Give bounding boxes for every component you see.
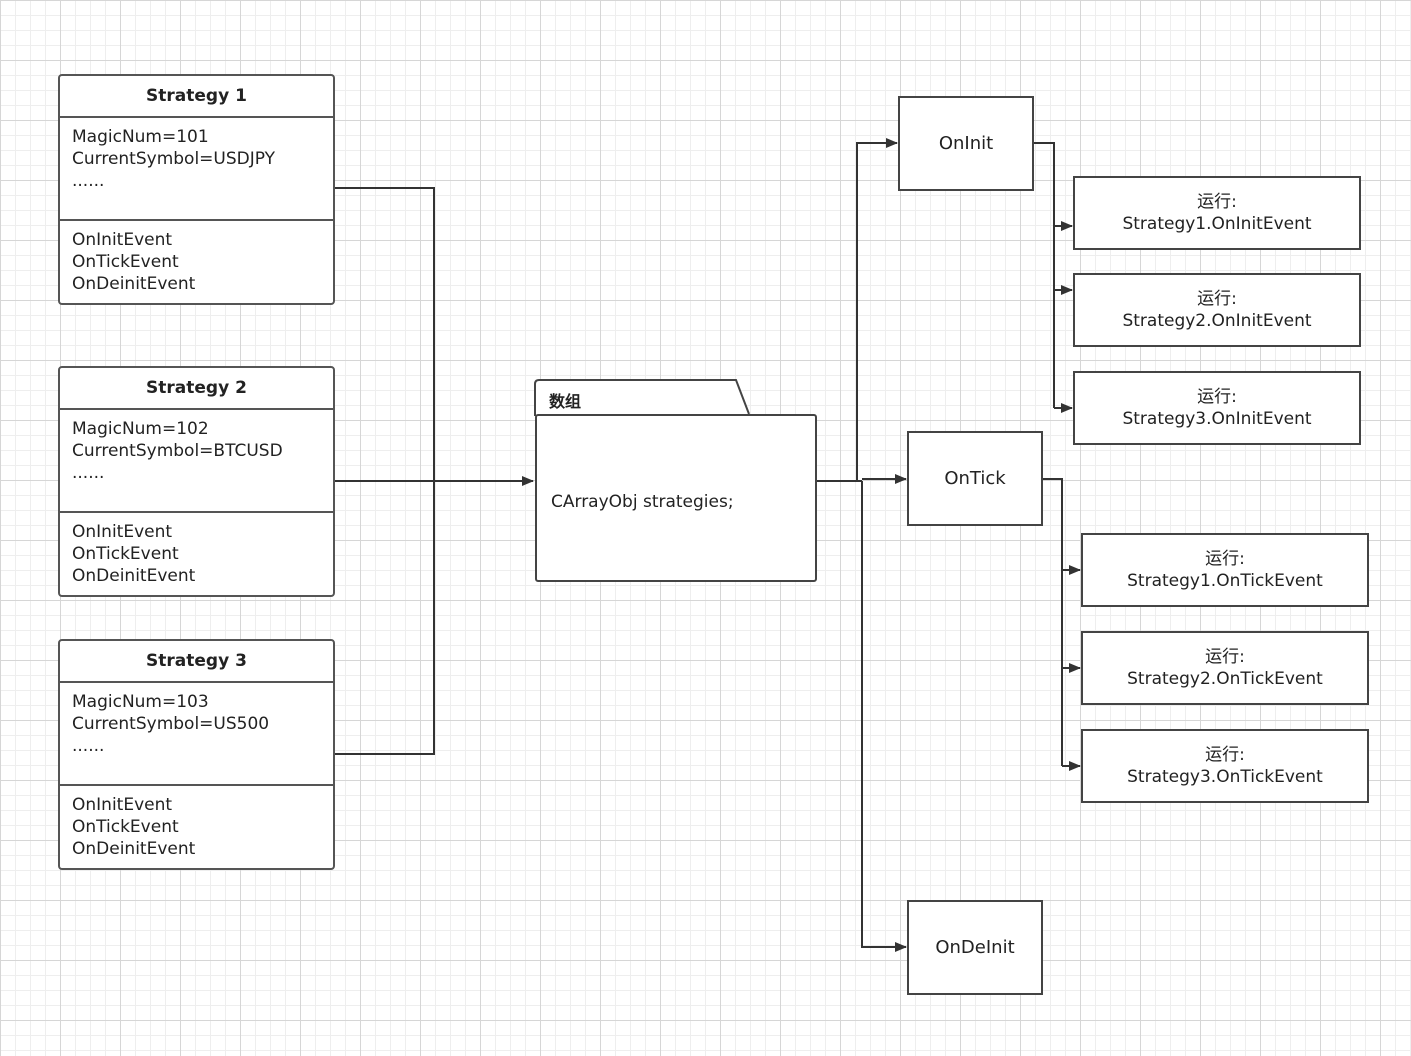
strategy-3-ellipsis: ...... <box>72 735 105 756</box>
strategy-2-symbol: CurrentSymbol=BTCUSD <box>72 440 283 461</box>
oninit-branch <box>1034 142 1055 408</box>
run-prefix: 运行: <box>1205 549 1245 569</box>
strategy-2-ellipsis: ...... <box>72 462 105 483</box>
bus-to-ondeinit-arrow <box>861 481 907 952</box>
run-target: Strategy1.OnTickEvent <box>1127 571 1323 591</box>
array-declaration: CArrayObj strategies; <box>551 492 734 512</box>
run-prefix: 运行: <box>1197 289 1237 309</box>
run-prefix: 运行: <box>1197 192 1237 212</box>
strategy-1-event-ontick: OnTickEvent <box>72 252 179 272</box>
strategy-2-event-ontick: OnTickEvent <box>72 544 179 564</box>
run-strategy1-oninit[interactable]: 运行: Strategy1.OnInitEvent <box>1073 176 1361 250</box>
strategy3-connector <box>334 481 435 755</box>
strategy-3-attributes: MagicNum=103 CurrentSymbol=US500 ...... <box>60 683 333 786</box>
run-prefix: 运行: <box>1205 745 1245 765</box>
oninit-handler[interactable]: OnInit <box>898 96 1034 191</box>
strategy-2-event-oninit: OnInitEvent <box>72 522 173 542</box>
strategy-1-attributes: MagicNum=101 CurrentSymbol=USDJPY ...... <box>60 118 333 221</box>
run-strategy3-ontick[interactable]: 运行: Strategy3.OnTickEvent <box>1081 729 1369 803</box>
strategy-1-methods: OnInitEvent OnTickEvent OnDeinitEvent <box>60 221 333 303</box>
ontick-handler[interactable]: OnTick <box>907 431 1043 526</box>
strategy-3-event-ontick: OnTickEvent <box>72 817 179 837</box>
ontick-label: OnTick <box>944 468 1006 489</box>
bus-to-oninit-arrow <box>856 138 898 481</box>
run-strategy2-oninit[interactable]: 运行: Strategy2.OnInitEvent <box>1073 273 1361 347</box>
strategy-2-attributes: MagicNum=102 CurrentSymbol=BTCUSD ...... <box>60 410 333 513</box>
ondeinit-label: OnDeInit <box>935 937 1015 958</box>
strategy-1-symbol: CurrentSymbol=USDJPY <box>72 148 276 169</box>
strategy-2-magic: MagicNum=102 <box>72 418 209 439</box>
array-folder-tab <box>534 379 750 416</box>
strategy-1-title: Strategy 1 <box>60 76 333 118</box>
strategy-3-event-oninit: OnInitEvent <box>72 795 173 815</box>
strategy-1-magic: MagicNum=101 <box>72 126 209 147</box>
strategy-3-title: Strategy 3 <box>60 641 333 683</box>
run-strategy2-ontick[interactable]: 运行: Strategy2.OnTickEvent <box>1081 631 1369 705</box>
strategy-1-ellipsis: ...... <box>72 170 105 191</box>
strategy-3-magic: MagicNum=103 <box>72 691 209 712</box>
run-prefix: 运行: <box>1197 387 1237 407</box>
run-target: Strategy2.OnInitEvent <box>1122 311 1312 331</box>
run-target: Strategy3.OnTickEvent <box>1127 767 1323 787</box>
ondeinit-handler[interactable]: OnDeInit <box>907 900 1043 995</box>
strategy-3-event-ondeinit: OnDeinitEvent <box>72 839 196 859</box>
array-tab-label: 数组 <box>549 392 582 411</box>
strategy-2-methods: OnInitEvent OnTickEvent OnDeinitEvent <box>60 513 333 595</box>
ontick-branch <box>1043 478 1063 766</box>
strategy-3-symbol: CurrentSymbol=US500 <box>72 713 270 734</box>
strategy-1-event-ondeinit: OnDeinitEvent <box>72 274 196 294</box>
strategy-1-class[interactable]: Strategy 1 MagicNum=101 CurrentSymbol=US… <box>58 74 335 305</box>
oninit-label: OnInit <box>938 133 994 154</box>
strategy-3-class[interactable]: Strategy 3 MagicNum=103 CurrentSymbol=US… <box>58 639 335 870</box>
strategy-2-title: Strategy 2 <box>60 368 333 410</box>
strategy-1-event-oninit: OnInitEvent <box>72 230 173 250</box>
run-target: Strategy1.OnInitEvent <box>1122 214 1312 234</box>
strategy-3-methods: OnInitEvent OnTickEvent OnDeinitEvent <box>60 786 333 868</box>
run-target: Strategy3.OnInitEvent <box>1122 409 1312 429</box>
strategy1-connector <box>334 187 435 481</box>
run-prefix: 运行: <box>1205 647 1245 667</box>
run-strategy3-oninit[interactable]: 运行: Strategy3.OnInitEvent <box>1073 371 1361 445</box>
array-container[interactable]: CArrayObj strategies; <box>535 414 817 582</box>
strategy-2-event-ondeinit: OnDeinitEvent <box>72 566 196 586</box>
run-target: Strategy2.OnTickEvent <box>1127 669 1323 689</box>
run-strategy1-ontick[interactable]: 运行: Strategy1.OnTickEvent <box>1081 533 1369 607</box>
strategy-2-class[interactable]: Strategy 2 MagicNum=102 CurrentSymbol=BT… <box>58 366 335 597</box>
